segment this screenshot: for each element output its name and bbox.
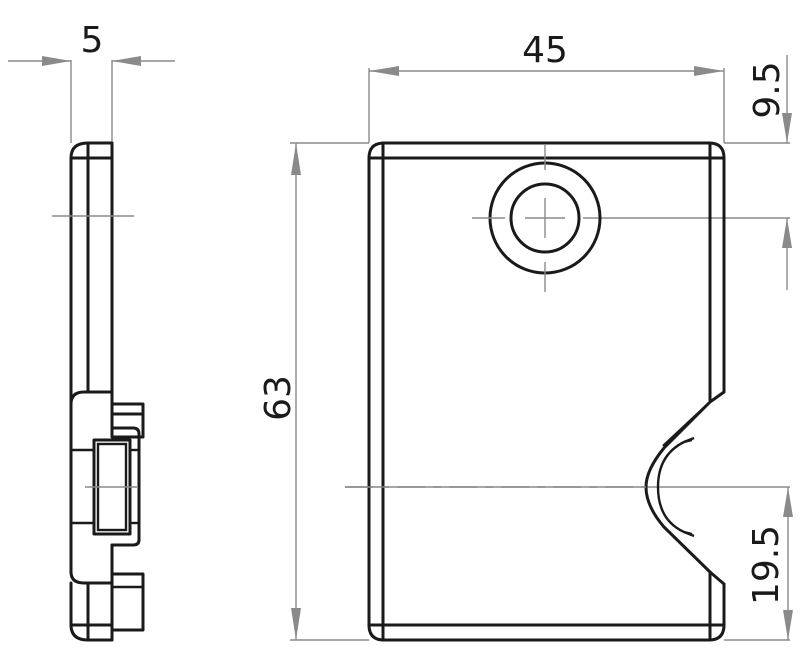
side-body (69, 141, 145, 642)
thickness-label: 5 (81, 20, 104, 61)
mounting-hole (472, 145, 602, 292)
notch-offset-dimension: 19.5 (345, 486, 793, 641)
thickness-dimension: 5 (8, 20, 175, 143)
height-dimension: 63 (258, 142, 369, 641)
height-label: 63 (258, 375, 299, 421)
side-view: 5 (8, 20, 175, 642)
width-dimension: 45 (368, 30, 725, 143)
hole-offset-dimension: 9.5 (583, 55, 792, 290)
front-view: 45 63 9.5 19.5 (258, 30, 793, 642)
front-body (367, 141, 726, 642)
hole-offset-label: 9.5 (747, 61, 788, 118)
width-label: 45 (522, 30, 568, 71)
notch-offset-label: 19.5 (746, 525, 787, 605)
